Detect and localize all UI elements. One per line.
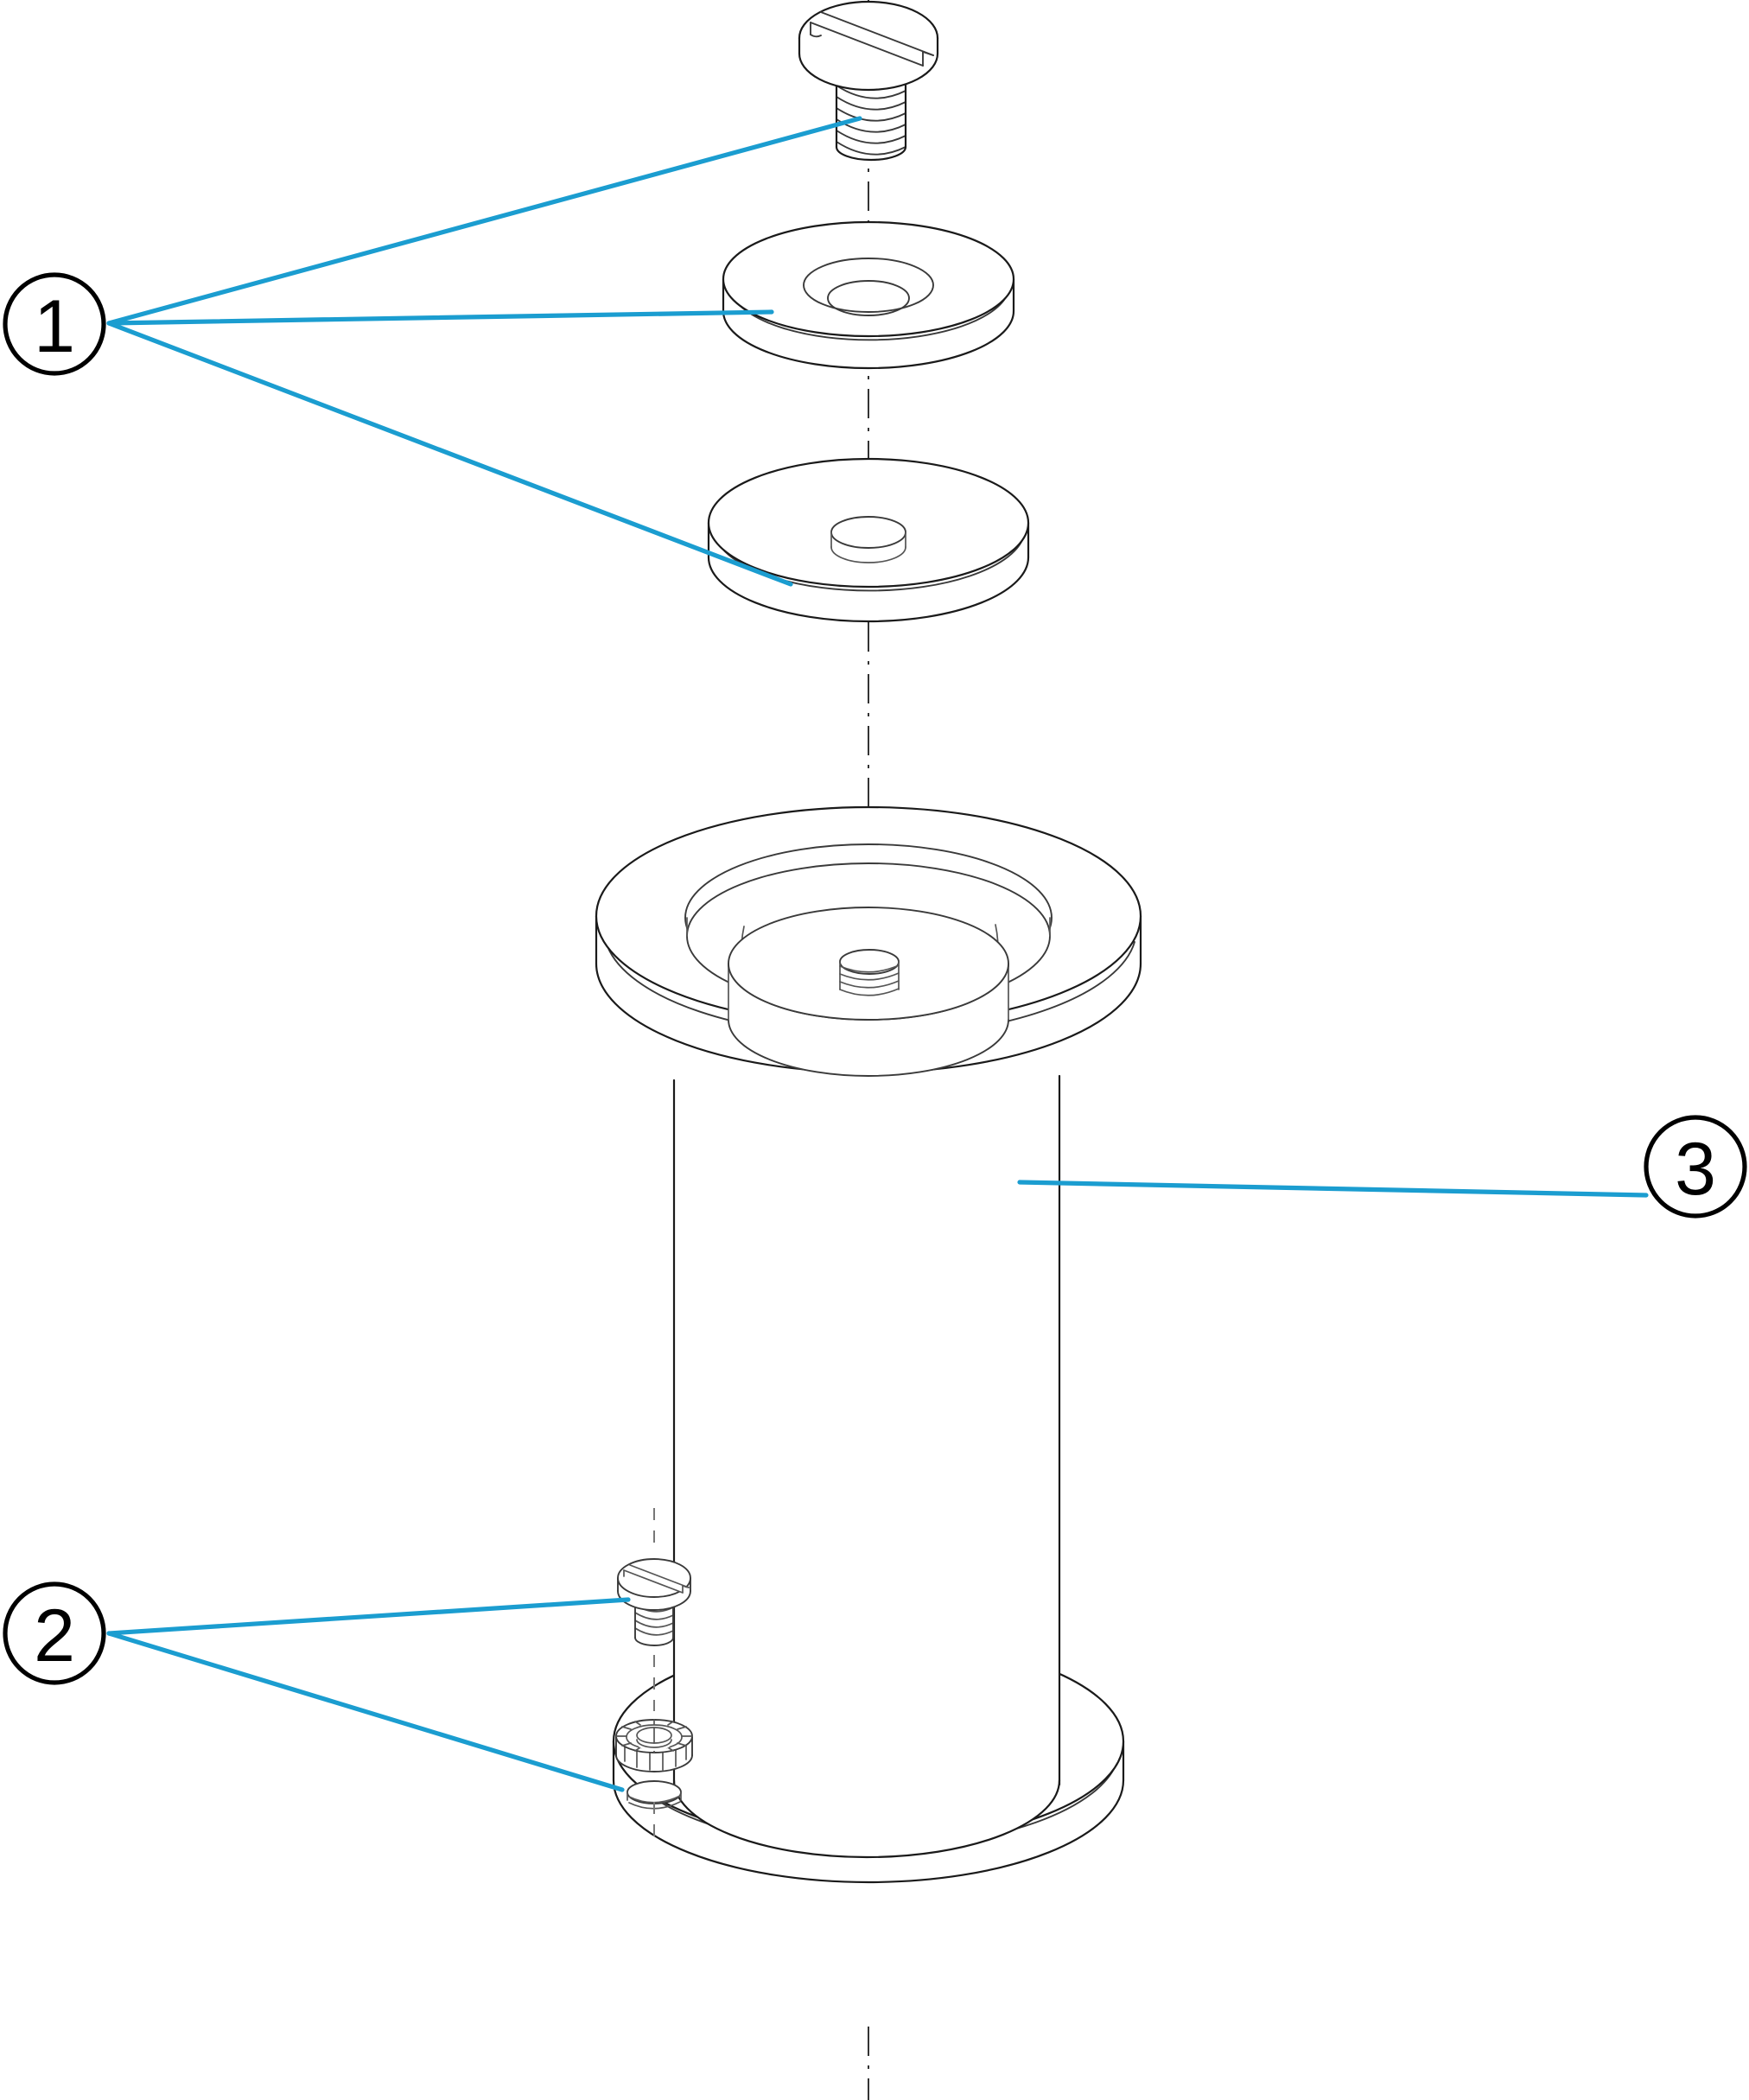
balloon-3-label: 3 <box>1675 1128 1716 1211</box>
leader-1-to-screw <box>106 116 862 326</box>
balloon-1-label: 1 <box>34 285 75 368</box>
balloon-2-label: 2 <box>34 1594 75 1677</box>
screw-thread <box>836 107 906 122</box>
washer-outer-top <box>722 220 1015 338</box>
screw-head-top <box>798 0 939 40</box>
leader-2-to-lock-washer <box>106 1631 625 1792</box>
leader-2-to-small-screw <box>106 1597 631 1636</box>
chamfered-washer <box>722 220 1015 370</box>
flat-washer-outer-top <box>707 457 1030 589</box>
flat-washer-bottom-edge <box>707 556 1030 623</box>
screw-slot-edge <box>810 22 924 67</box>
screw-thread <box>836 141 906 156</box>
small-screw-slot-edge <box>623 1569 684 1594</box>
washer-bottom-edge <box>722 309 1015 370</box>
flat-washer-bore-bottom <box>830 546 906 563</box>
washer-inner-thickness <box>732 293 1008 341</box>
balloon-2[interactable]: 2 <box>3 1581 106 1685</box>
serrated-lock-washer <box>615 1719 693 1772</box>
screw-slot-edge <box>820 11 934 56</box>
base-flange-bottom-edge <box>612 1779 1125 1884</box>
flat-washer <box>707 457 1030 623</box>
lock-washer-bore-bottom <box>636 1739 672 1748</box>
screw-slot-floor <box>810 34 822 38</box>
washer-countersink-outer <box>803 258 934 313</box>
lock-washer-top-serrations <box>615 1719 693 1753</box>
leader-lines <box>106 116 1649 1792</box>
small-screw-head-top <box>617 1558 691 1598</box>
small-screw-shaft-bottom <box>634 1637 674 1646</box>
leader-1-to-washer-chamfer <box>106 309 774 326</box>
boss-top-face <box>728 907 1009 1021</box>
washer-bore <box>827 280 910 316</box>
screw-slot-floor <box>922 51 934 56</box>
small-screw-slot-edge <box>629 1564 690 1588</box>
boss-thread <box>839 964 900 973</box>
boss-thread <box>839 988 900 996</box>
screw-thread <box>836 130 906 144</box>
lock-washer-bottom-edge <box>615 1754 693 1772</box>
boss-thread <box>839 980 900 989</box>
boss-bottom-edge <box>728 1019 1009 1077</box>
balloon-3-circle[interactable] <box>1644 1115 1747 1219</box>
small-screw-thread <box>634 1627 674 1636</box>
leader-1-to-washer-flat <box>106 321 793 587</box>
cylinder-base-intersection <box>672 1779 1061 1859</box>
small-screw-thread <box>634 1620 674 1628</box>
screw-shaft-bottom <box>835 145 907 162</box>
small-screw-thread <box>634 1612 674 1620</box>
balloon-2-circle[interactable] <box>3 1581 106 1685</box>
flanged-cylindrical-body <box>595 805 1142 1884</box>
screw-thread <box>836 85 906 99</box>
balloon-1[interactable]: 1 <box>3 272 106 376</box>
boss-thread <box>839 972 900 981</box>
screw-head-bottom <box>798 52 939 92</box>
small-slotted-screw <box>617 1558 691 1646</box>
balloon-3[interactable]: 3 <box>1644 1115 1747 1219</box>
screw-thread <box>836 96 906 111</box>
small-screw-slot-floor <box>682 1585 690 1588</box>
balloon-1-circle[interactable] <box>3 272 106 376</box>
leader-3-to-body <box>1017 1180 1649 1198</box>
slotted-pan-head-screw <box>798 0 939 162</box>
